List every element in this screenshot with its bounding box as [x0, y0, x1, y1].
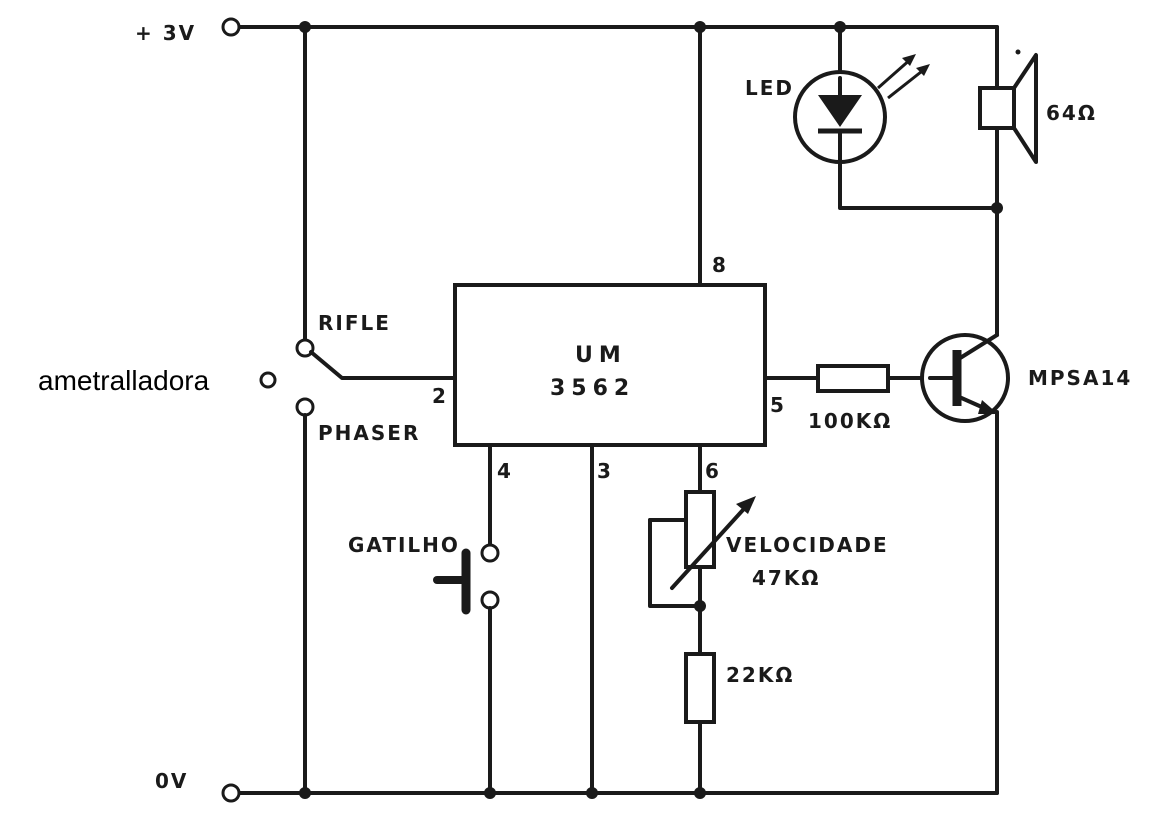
positive-terminal: [221, 17, 241, 37]
label-transistor: MPSA14: [1028, 366, 1132, 390]
pot-wiper-loop: [648, 518, 702, 608]
junction: [694, 787, 706, 799]
transistor-emitter-arrow: [978, 400, 998, 414]
ground-terminal: [221, 783, 241, 803]
mode-switch-wiper: [309, 350, 457, 380]
junction: [694, 21, 706, 33]
led-ray-2: [887, 66, 927, 100]
label-pin-2: 2: [432, 384, 448, 408]
label-resistor-22k: 22KΩ: [726, 663, 794, 687]
junction: [586, 787, 598, 799]
transistor-collector: [955, 333, 999, 362]
pot-arrow-shaft: [670, 498, 754, 590]
label-trigger: GATILHO: [348, 533, 460, 557]
label-resistor-100k: 100KΩ: [808, 409, 892, 433]
label-pin-5: 5: [770, 393, 786, 417]
led-ray-2-head: [916, 64, 930, 76]
machinegun-contact: [259, 371, 277, 389]
speaker-cone: [1012, 53, 1038, 164]
label-supply-positive: + 3V: [135, 21, 196, 45]
speaker-magnet: [978, 86, 1016, 130]
resistor-22k-body: [684, 652, 716, 724]
label-pot-name: VELOCIDADE: [726, 533, 889, 557]
junction: [484, 787, 496, 799]
phaser-contact: [295, 397, 315, 417]
led-ray-1: [877, 56, 913, 90]
label-ic-line1: UM: [575, 343, 627, 368]
label-ic-line2: 3562: [550, 376, 635, 401]
led-triangle: [818, 95, 862, 127]
trigger-contact-top: [480, 543, 500, 563]
transistor-mpsa14: [920, 333, 1010, 423]
label-led: LED: [745, 76, 794, 100]
label-mode-phaser: PHASER: [318, 421, 420, 445]
label-supply-ground: 0V: [155, 769, 188, 793]
label-pin-3: 3: [597, 459, 613, 483]
junction: [299, 787, 311, 799]
trigger-contact-bottom: [480, 590, 500, 610]
pot-arrow-head: [736, 496, 756, 514]
junction: [991, 202, 1003, 214]
label-speaker: 64Ω: [1046, 101, 1097, 125]
label-pin-6: 6: [705, 459, 721, 483]
label-mode-rifle: RIFLE: [318, 311, 391, 335]
junction: [299, 21, 311, 33]
junction: [694, 600, 706, 612]
label-pin-8: 8: [712, 253, 728, 277]
ic-um3562: [453, 283, 767, 447]
led-ray-1-head: [902, 54, 916, 66]
label-pin-4: 4: [497, 459, 513, 483]
led-cathode-wire: [838, 160, 999, 210]
resistor-100k-body: [816, 364, 890, 393]
label-mode-machinegun: ametralladora: [38, 365, 210, 396]
label-pot-value: 47KΩ: [752, 566, 820, 590]
junction: [834, 21, 846, 33]
speaker-polarity-dot: [1015, 49, 1021, 55]
